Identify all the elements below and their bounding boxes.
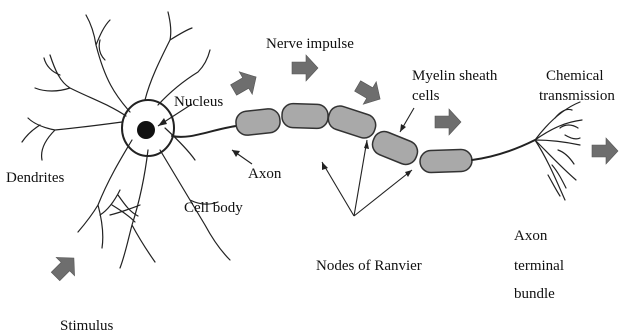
myelin-segment — [235, 108, 281, 136]
label-myelin-sheath: Myelin sheath — [412, 68, 498, 84]
label-transmission: transmission — [539, 88, 615, 104]
label-nerve-impulse: Nerve impulse — [266, 36, 354, 52]
label-dendrites: Dendrites — [6, 170, 64, 186]
label-myelin-cells: cells — [412, 88, 440, 104]
label-stimulus: Stimulus — [60, 318, 114, 334]
label-axon-terminal-2: terminal — [514, 258, 564, 274]
myelin-sheath — [235, 103, 473, 173]
label-axon-terminal-3: bundle — [514, 286, 555, 302]
axon-line — [172, 126, 236, 137]
arrow-icon — [351, 75, 387, 111]
axon-terminal-drawing — [535, 102, 582, 200]
label-nodes-of-ranvier: Nodes of Ranvier — [316, 258, 422, 274]
arrow-icon — [292, 55, 318, 81]
impulse-arrows — [46, 55, 618, 286]
dendrites-drawing — [22, 12, 230, 268]
arrow-icon — [227, 66, 263, 102]
arrow-icon — [435, 109, 461, 135]
stimulus-arrow-icon — [46, 249, 83, 286]
label-cell-body: Cell body — [184, 200, 243, 216]
label-chemical: Chemical — [546, 68, 603, 84]
label-axon-terminal-1: Axon — [514, 228, 548, 244]
nucleus-dot — [137, 121, 155, 139]
arrow-icon — [592, 138, 618, 164]
myelin-segment — [325, 103, 378, 141]
label-nucleus: Nucleus — [174, 94, 223, 110]
label-axon: Axon — [248, 166, 282, 182]
myelin-segment — [369, 128, 421, 167]
myelin-segment — [282, 103, 329, 129]
myelin-segment — [420, 149, 473, 173]
axon-tail — [472, 140, 535, 160]
